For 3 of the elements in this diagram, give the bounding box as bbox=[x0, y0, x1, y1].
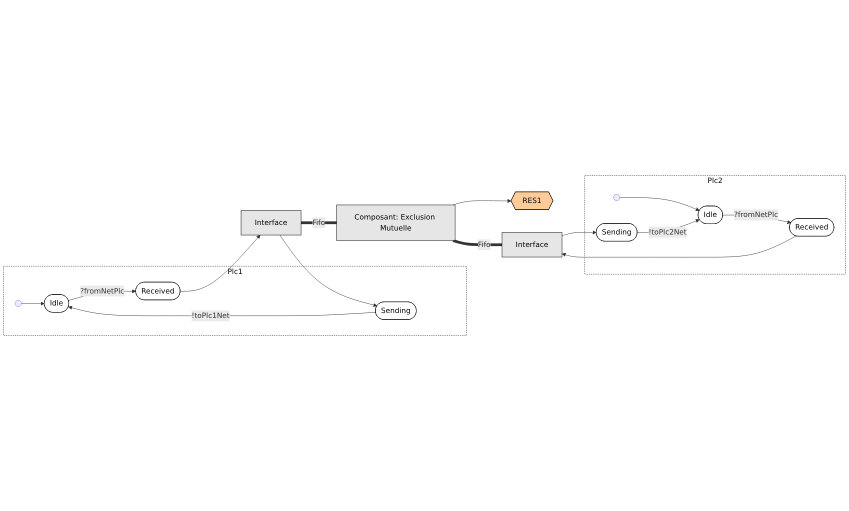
node-circle bbox=[14, 300, 22, 307]
connector bbox=[452, 239, 502, 246]
node-circle bbox=[613, 194, 620, 201]
